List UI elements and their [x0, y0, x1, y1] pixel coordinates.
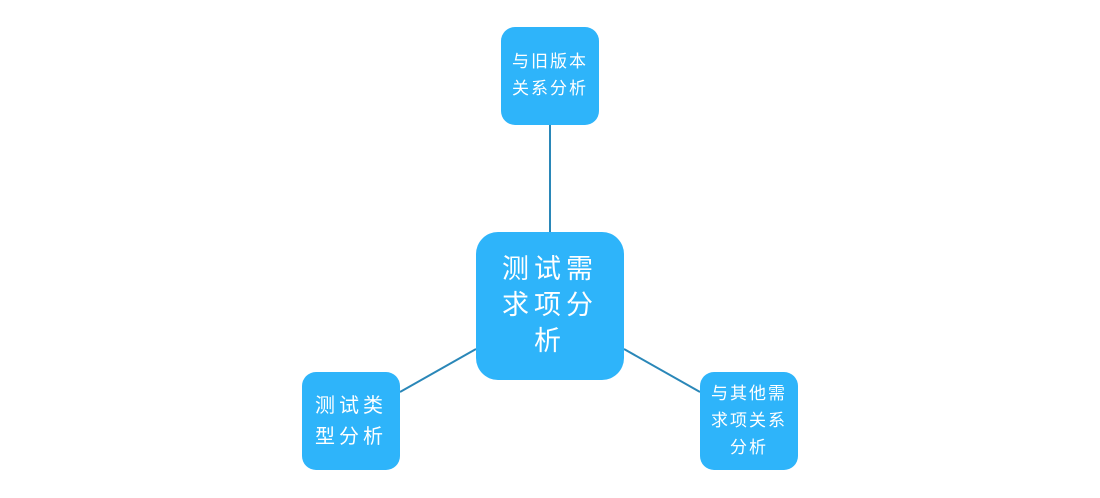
node-other-requirement-relation-label: 与其他需求项关系分析 [711, 383, 787, 458]
node-old-version-relation-label: 与旧版本关系分析 [512, 52, 588, 99]
node-test-requirement-analysis-label: 测试需求项分析 [502, 254, 598, 357]
node-old-version-relation: 与旧版本关系分析 [501, 27, 599, 125]
node-test-requirement-analysis: 测试需求项分析 [476, 232, 624, 380]
node-test-type-analysis-label: 测试类型分析 [315, 393, 387, 448]
connector-left [399, 348, 477, 393]
connector-right [623, 348, 701, 393]
node-test-type-analysis: 测试类型分析 [302, 372, 400, 470]
node-other-requirement-relation: 与其他需求项关系分析 [700, 372, 798, 470]
